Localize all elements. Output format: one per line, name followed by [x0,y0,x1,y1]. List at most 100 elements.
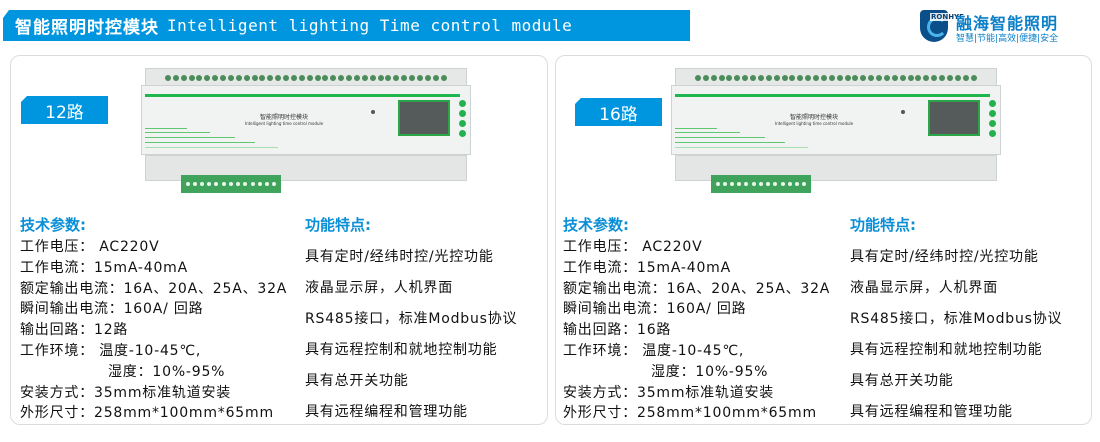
terminal-screw-icon [702,75,709,81]
terminal-screw-icon [416,75,423,81]
feature-line: RS485接口，标准Modbus协议 [850,311,1063,327]
terminal-screw-icon [954,75,961,81]
terminal-screw-icon [766,182,771,186]
terminal-screw-icon [267,75,274,81]
terminal-screw-icon [802,182,807,186]
terminal-screw-icon [844,75,851,81]
spec-line: 工作电流：15mA-40mA [563,259,732,276]
feature-line: 具有定时/经纬时控/光控功能 [850,249,1039,265]
terminal-screw-icon [715,182,720,186]
terminal-screw-icon [742,75,749,81]
terminal-screw-icon [744,182,749,186]
terminal-screw-icon [780,182,785,186]
terminal-screw-icon [220,75,227,81]
terminal-screw-icon [718,75,725,81]
terminal-screw-icon [907,75,914,81]
device-base [675,155,997,181]
terminal-screw-icon [204,75,211,81]
terminal-screw-icon [212,75,219,81]
terminal-screw-icon [200,182,205,186]
badge-label: 12路 [45,102,84,123]
terminal-screw-icon [946,75,953,81]
terminal-screw-icon [236,182,241,186]
terminal-screw-icon [751,182,756,186]
spec-line: 瞬间输出电流：160A/ 回路 [20,301,204,318]
terminal-screw-icon [939,75,946,81]
feature-line: 液晶显示屏，人机界面 [850,280,998,296]
terminal-screw-icon [722,182,727,186]
terminal-screw-icon [852,75,859,81]
spec-title: 技术参数: [563,216,629,234]
terminal-screw-icon [836,75,843,81]
terminal-screw-icon [432,75,439,81]
device-base [145,155,467,181]
spec-line: 额定输出电流：16A、20A、25A、32A [563,280,831,297]
terminal-screw-icon [795,182,800,186]
terminal-screw-icon [409,75,416,81]
terminal-screw-icon [330,75,337,81]
feature-line: 具有定时/经纬时控/光控功能 [305,249,494,265]
page-header-bar: 智能照明时控模块 Intelligent lighting Time contr… [3,10,690,41]
terminal-screw-icon [192,182,197,186]
terminal-screw-icon [931,75,938,81]
bottom-terminal-block [711,175,811,193]
status-led-icon [901,110,905,114]
terminal-screw-icon [265,182,270,186]
spec-line: 外形尺寸：258mm*100mm*65mm [20,405,274,422]
terminal-screw-icon [820,75,827,81]
terminal-screw-icon [765,75,772,81]
spec-line: 工作电流：15mA-40mA [20,259,189,276]
terminal-screw-icon [257,182,262,186]
terminal-screw-icon [346,75,353,81]
terminal-screw-icon [235,75,242,81]
channel-badge: 12路 [21,96,108,124]
terminal-screw-icon [369,75,376,81]
terminal-screw-icon [773,75,780,81]
terminal-screw-icon [730,182,735,186]
terminal-screw-icon [385,75,392,81]
terminal-screw-icon [196,75,203,81]
terminal-screw-icon [214,182,219,186]
terminal-screw-icon [424,75,431,81]
terminal-screw-icon [250,182,255,186]
lcd-screen [928,100,980,136]
terminal-screw-icon [164,75,171,81]
badge-label: 16路 [599,104,638,125]
terminal-screw-icon [737,182,742,186]
terminal-screw-icon [891,75,898,81]
terminal-screw-icon [306,75,313,81]
terminal-screw-icon [883,75,890,81]
terminal-screw-icon [172,75,179,81]
terminal-screw-icon [860,75,867,81]
spec-line: 瞬间输出电流：160A/ 回路 [563,301,747,318]
terminal-screw-icon [275,75,282,81]
status-led-icon [371,110,375,114]
terminal-screw-icon [813,75,820,81]
spec-line: 湿度：10%-95% [651,363,769,380]
terminal-screw-icon [393,75,400,81]
feature-line: 具有总开关功能 [850,373,954,389]
feature-line: 具有总开关功能 [305,373,409,389]
feature-line: 具有远程控制和就地控制功能 [305,342,498,358]
spec-line: 输出回路：16路 [563,322,672,339]
terminal-screw-icon [338,75,345,81]
device-buttons [989,100,996,137]
feature-line: 液晶显示屏，人机界面 [305,280,453,296]
terminal-screw-icon [758,182,763,186]
top-terminal-block [675,68,997,88]
terminal-screw-icon [773,182,778,186]
terminal-screw-icon [915,75,922,81]
terminal-screw-icon [440,75,447,81]
terminal-screw-icon [797,75,804,81]
terminal-screw-icon [734,75,741,81]
terminal-screw-icon [251,75,258,81]
spec-title: 技术参数: [20,216,86,234]
terminal-screw-icon [298,75,305,81]
terminal-screw-icon [283,75,290,81]
terminal-screw-icon [377,75,384,81]
terminal-screw-icon [787,182,792,186]
